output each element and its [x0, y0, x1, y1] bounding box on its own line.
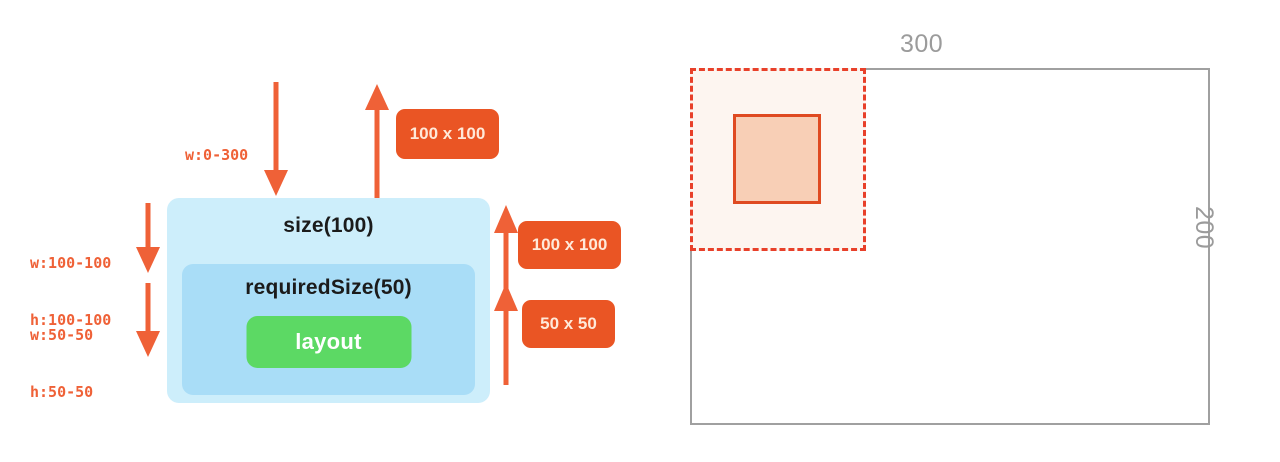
constraint-region-dashed-box	[690, 68, 866, 251]
outer-child-constraint-width: w:100-100	[30, 254, 112, 272]
incoming-constraint-width: w:0-300	[185, 146, 249, 164]
inner-constraints-down-arrow	[136, 283, 160, 357]
outer-child-constraints-label: w:100-100 h:100-100	[30, 216, 111, 368]
measured-size-up-arrow-bottom	[494, 283, 518, 385]
required-size-box-title: requiredSize(50)	[245, 276, 412, 299]
size-badge-bottom: 50 x 50	[522, 300, 615, 348]
size-box[interactable]: size(100) requiredSize(50) layout	[167, 198, 490, 403]
constraints-down-arrow	[264, 82, 288, 196]
size-box-title: size(100)	[283, 214, 374, 237]
outer-child-constraint-height: h:100-100	[30, 311, 112, 329]
required-size-box[interactable]: requiredSize(50) layout	[182, 264, 475, 395]
size-badge-top: 100 x 100	[396, 109, 499, 159]
laid-out-size-square	[733, 114, 821, 204]
inner-child-constraint-width: w:50-50	[30, 326, 94, 344]
measured-size-up-arrow-top	[365, 84, 389, 198]
measured-size-up-arrow-middle	[494, 205, 518, 291]
inner-child-constraint-height: h:50-50	[30, 383, 94, 401]
layout-button[interactable]: layout	[246, 316, 411, 368]
size-badge-middle: 100 x 100	[518, 221, 621, 269]
outer-constraints-down-arrow	[136, 203, 160, 273]
canvas-width-label: 300	[900, 30, 944, 58]
canvas-height-label: 200	[1190, 206, 1218, 250]
inner-child-constraints-label: w:50-50 h:50-50	[30, 288, 93, 440]
